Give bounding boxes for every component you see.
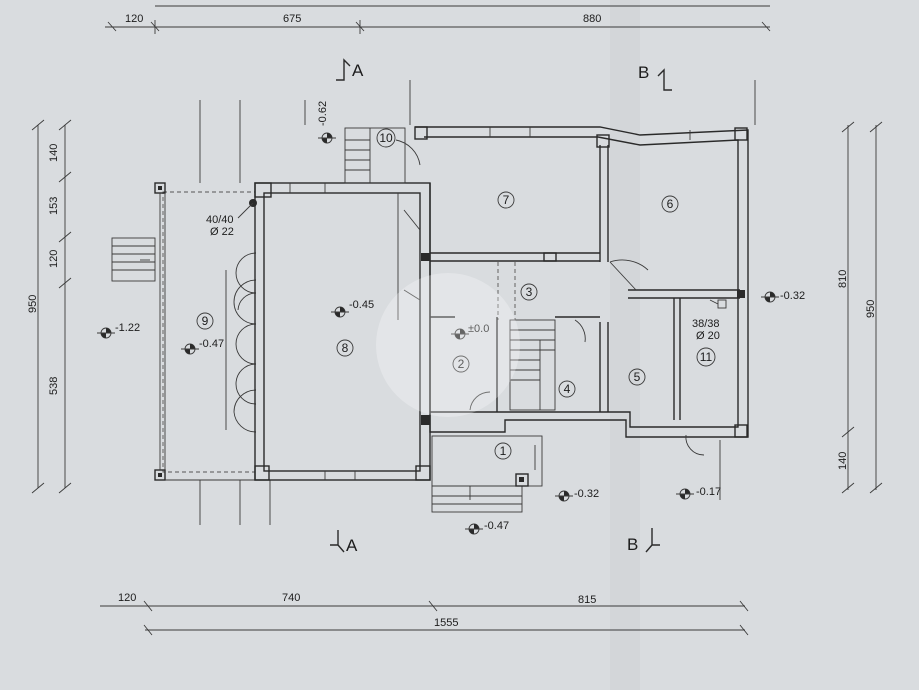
level-marker-east [761,291,779,303]
level-marker-entry [318,132,336,144]
hall-stairs [497,262,556,411]
section-label-b-top: B [638,63,649,82]
room-8: 8 [336,339,354,357]
svg-text:6: 6 [667,197,674,211]
terrace-arc-doors [225,252,257,433]
entry-stairs [344,127,421,184]
section-marker-b-bottom [645,528,660,553]
terrace-outline [154,182,256,481]
south-entry [431,435,543,513]
right-dimension-lines [841,121,883,494]
watermark [376,273,520,417]
dim-left-3: 120 [48,250,60,268]
room-4: 4 [558,380,576,398]
dim-right-main: 810 [837,270,849,288]
level-room2: ±0.0 [468,323,489,335]
top-dimension-line [105,5,771,34]
section-marker-a-bottom [330,530,345,553]
room-11: 11 [696,347,716,367]
svg-text:1: 1 [500,444,507,458]
dim-bottom-total: 1555 [434,617,458,629]
svg-text:4: 4 [564,382,571,396]
dim-left-4: 538 [48,377,60,395]
level-south-east: -0.17 [696,486,721,498]
level-marker-room8 [331,306,349,318]
dim-left-2: 153 [48,197,60,215]
section-label-b-bottom: B [627,535,638,554]
level-marker-south-east [676,488,694,500]
level-entry: -0.62 [317,101,329,126]
main-house-walls [414,126,749,438]
svg-text:8: 8 [342,341,349,355]
terrace-steps [111,237,156,282]
section-label-a-top: A [352,61,364,80]
site-lines [199,80,756,525]
room-5: 5 [628,368,646,386]
room-7: 7 [497,191,515,209]
interior-walls [421,145,745,425]
interior-doors [469,259,705,456]
dim-left-1: 140 [48,144,60,162]
level-east: -0.32 [780,290,805,302]
svg-text:3: 3 [526,285,533,299]
svg-text:5: 5 [634,370,641,384]
column-diameter: Ø 22 [210,226,234,238]
column-marker [237,199,257,219]
level-marker-room9 [181,343,199,355]
room-2: 2 [452,355,470,373]
dim-top-3: 880 [583,13,601,25]
bottom-dimension-lines [100,600,749,636]
section-marker-b-top [657,68,672,91]
dim-bottom-2: 740 [282,592,300,604]
column-diameter-11: Ø 20 [696,330,720,342]
room-1: 1 [494,442,512,460]
level-marker-south-step [465,523,483,535]
level-south-entry: -0.32 [574,488,599,500]
paper-fold [610,0,640,690]
svg-text:2: 2 [458,357,465,371]
section-label-a-bottom: A [346,536,358,555]
column-size: 40/40 [206,214,234,226]
level-south-step: -0.47 [484,520,509,532]
dim-top-1: 120 [125,13,143,25]
svg-text:10: 10 [379,131,393,145]
room-6: 6 [661,195,679,213]
level-room9: -0.47 [199,338,224,350]
room-10: 10 [376,128,396,148]
level-marker-south-entry [555,490,573,502]
dim-right-total: 950 [865,300,877,318]
svg-text:7: 7 [503,193,510,207]
dim-bottom-3: 815 [578,594,596,606]
level-marker-room9-outer [97,327,115,339]
level-room8: -0.45 [349,299,374,311]
section-marker-a-top [336,58,351,81]
dim-top-2: 675 [283,13,301,25]
svg-text:11: 11 [700,350,713,364]
room-3: 3 [520,283,538,301]
level-marker-room2 [451,328,469,340]
level-room9-outer: -1.22 [115,322,140,334]
svg-text:9: 9 [202,314,209,328]
dim-left-total: 950 [27,295,39,313]
dim-bottom-1: 120 [118,592,136,604]
left-dimension-lines [31,119,72,494]
dim-right-bottom: 140 [837,452,849,470]
column-marker-11 [709,299,727,309]
room-9: 9 [196,312,214,330]
column-size-11: 38/38 [692,318,720,330]
